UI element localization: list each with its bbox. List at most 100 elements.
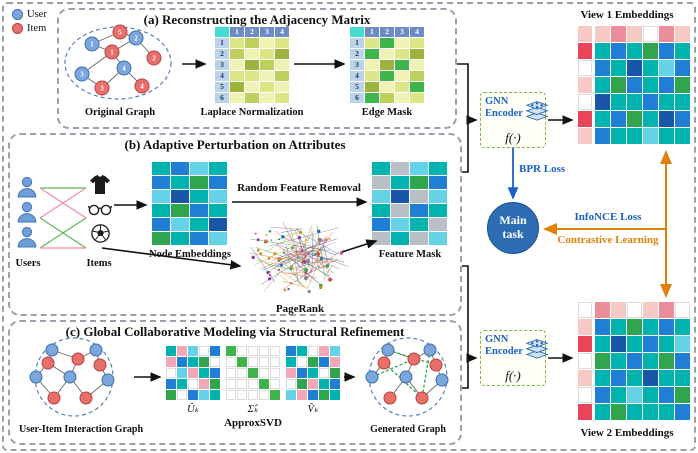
matrix-cell — [395, 60, 409, 70]
matrix-cell — [275, 82, 289, 92]
matrix-cell — [275, 60, 289, 70]
matrix-cell — [659, 336, 674, 352]
matrix-cell — [410, 71, 424, 81]
feature-mask-label: Feature Mask — [378, 249, 442, 260]
matrix-cell — [365, 82, 379, 92]
matrix-cell — [248, 390, 258, 400]
matrix-cell — [152, 162, 170, 175]
user-node-icon — [12, 9, 23, 20]
matrix-cell — [410, 176, 428, 189]
matrix-cell — [275, 93, 289, 103]
matrix-cell — [578, 336, 592, 352]
matrix-cell — [659, 60, 674, 76]
panel-b-title: (b) Adaptive Perturbation on Attributes — [124, 137, 346, 152]
matrix-cell — [152, 218, 170, 231]
matrix-cell — [611, 128, 626, 144]
matrix-cell — [410, 93, 424, 103]
matrix-cell — [627, 370, 642, 386]
node-label: 1 — [110, 49, 114, 57]
matrix-cell — [578, 319, 592, 335]
matrix-cell — [209, 204, 227, 217]
matrix-cell — [152, 204, 170, 217]
matrix-cell — [643, 387, 658, 403]
svd-u-label: Ûₖ — [186, 404, 200, 415]
svd-v-matrix — [286, 346, 340, 400]
tshirt-icon — [90, 175, 110, 194]
matrix-cell — [166, 357, 176, 367]
matrix-cell — [659, 128, 674, 144]
matrix-cell — [578, 370, 592, 386]
matrix-cell — [391, 218, 409, 231]
matrix-cell — [643, 404, 658, 420]
matrix-cell — [308, 368, 318, 378]
matrix-cell — [245, 93, 259, 103]
node-label: 1 — [90, 41, 94, 49]
matrix-cell — [429, 190, 447, 203]
node-label: 2 — [134, 35, 138, 43]
matrix-cell — [365, 71, 379, 81]
matrix-cell — [259, 368, 269, 378]
matrix-cell — [210, 346, 220, 356]
item-node — [146, 50, 162, 66]
matrix-cell — [260, 82, 274, 92]
matrix-cell — [595, 60, 610, 76]
matrix-cell — [188, 379, 198, 389]
view1-strip-matrix — [578, 26, 592, 144]
matrix-cell — [199, 379, 209, 389]
item-node — [47, 391, 61, 405]
matrix-cell — [643, 43, 658, 59]
matrix-cell — [319, 390, 329, 400]
generated-graph-label: Generated Graph — [370, 424, 446, 435]
matrix-cell — [230, 49, 244, 59]
matrix-cell: 3 — [260, 27, 274, 37]
matrix-cell — [210, 368, 220, 378]
matrix-cell — [578, 128, 592, 144]
matrix-cell — [260, 38, 274, 48]
matrix-cell — [319, 346, 329, 356]
matrix-cell: 2 — [350, 49, 364, 59]
matrix-cell — [152, 190, 170, 203]
matrix-cell — [611, 336, 626, 352]
matrix-cell — [675, 77, 690, 93]
matrix-cell — [410, 190, 428, 203]
main-task-line2: task — [502, 227, 524, 241]
matrix-cell — [675, 26, 690, 42]
matrix-cell — [410, 218, 428, 231]
matrix-cell — [627, 128, 642, 144]
user-node — [74, 66, 90, 82]
matrix-cell — [675, 319, 690, 335]
matrix-cell — [259, 379, 269, 389]
matrix-cell — [410, 49, 424, 59]
legend-user-row: User — [12, 9, 47, 20]
matrix-cell — [643, 60, 658, 76]
matrix-cell — [659, 404, 674, 420]
matrix-cell — [171, 190, 189, 203]
matrix-cell — [595, 26, 610, 42]
matrix-cell — [260, 93, 274, 103]
item-node — [415, 391, 429, 405]
matrix-cell — [297, 390, 307, 400]
matrix-cell — [410, 232, 428, 245]
user-icon — [17, 201, 37, 223]
user-node — [29, 370, 43, 384]
matrix-cell — [237, 379, 247, 389]
matrix-cell — [429, 204, 447, 217]
matrix-cell — [659, 111, 674, 127]
matrix-cell — [410, 82, 424, 92]
matrix-cell — [319, 368, 329, 378]
svd-sigma-matrix — [226, 346, 280, 400]
matrix-cell — [675, 387, 690, 403]
user-node — [63, 370, 77, 384]
matrix-cell — [643, 302, 658, 318]
user-node — [89, 343, 103, 357]
matrix-cell — [595, 94, 610, 110]
main-task-line1: Main — [499, 213, 527, 228]
matrix-cell — [627, 60, 642, 76]
matrix-cell: 5 — [350, 82, 364, 92]
matrix-cell — [595, 77, 610, 93]
item-node — [377, 356, 391, 370]
matrix-cell: 3 — [395, 27, 409, 37]
original-graph-label: Original Graph — [84, 107, 156, 118]
